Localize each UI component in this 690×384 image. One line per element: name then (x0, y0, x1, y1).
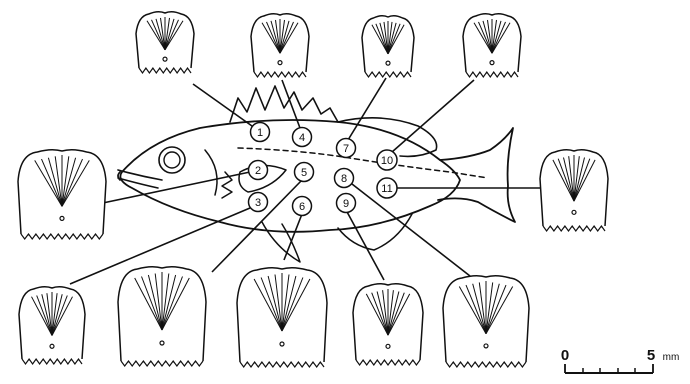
region-number-5: 5 (301, 167, 307, 179)
scale-drawings (18, 12, 608, 367)
gill-cover (205, 150, 232, 198)
region-number-4: 4 (299, 132, 305, 144)
scale-end-label: 5 (647, 347, 655, 364)
tail-fin (438, 128, 515, 222)
scale-start-label: 0 (561, 347, 569, 364)
region-marker-7: 7 (337, 139, 356, 158)
lateral-line (238, 148, 488, 178)
region-marker-11: 11 (377, 178, 397, 198)
region-number-2: 2 (255, 165, 261, 177)
fish-body (118, 86, 515, 262)
scale-drawing-top-1 (136, 12, 194, 73)
region-number-1: 1 (257, 127, 263, 139)
region-number-3: 3 (255, 197, 261, 209)
scale-drawing-bottom-1 (19, 287, 85, 364)
region-number-9: 9 (343, 198, 349, 210)
region-marker-2: 2 (249, 161, 268, 180)
scale-drawing-bottom-2 (118, 267, 206, 366)
scale-bar: 0 5 mm (561, 347, 680, 373)
region-marker-5: 5 (295, 163, 314, 182)
mouth (118, 170, 162, 188)
pelvic-fin (262, 222, 300, 262)
region-number-7: 7 (343, 143, 349, 155)
region-number-11: 11 (381, 183, 392, 195)
scale-drawing-bottom-5 (443, 276, 529, 367)
region-marker-6: 6 (293, 197, 312, 216)
spiny-dorsal-fin (230, 86, 338, 122)
region-marker-10: 10 (377, 150, 397, 170)
scale-drawing-top-3 (362, 16, 414, 77)
region-marker-9: 9 (337, 194, 356, 213)
region-marker-8: 8 (335, 169, 354, 188)
scale-drawing-bottom-4 (353, 284, 423, 365)
region-marker-3: 3 (249, 193, 268, 212)
scale-drawing-bottom-3 (237, 268, 327, 367)
scale-drawing-top-2 (251, 14, 309, 77)
scale-unit-label: mm (663, 352, 680, 363)
eye-outer (159, 147, 185, 173)
region-number-6: 6 (299, 201, 305, 213)
region-number-8: 8 (341, 173, 347, 185)
scale-drawing-right (540, 150, 608, 231)
anal-fin (338, 214, 412, 250)
scale-drawing-top-4 (463, 14, 521, 77)
eye-inner (164, 152, 180, 168)
region-marker-4: 4 (293, 128, 312, 147)
region-marker-1: 1 (251, 123, 270, 142)
region-number-10: 10 (381, 155, 393, 167)
scale-drawing-left (18, 150, 106, 239)
